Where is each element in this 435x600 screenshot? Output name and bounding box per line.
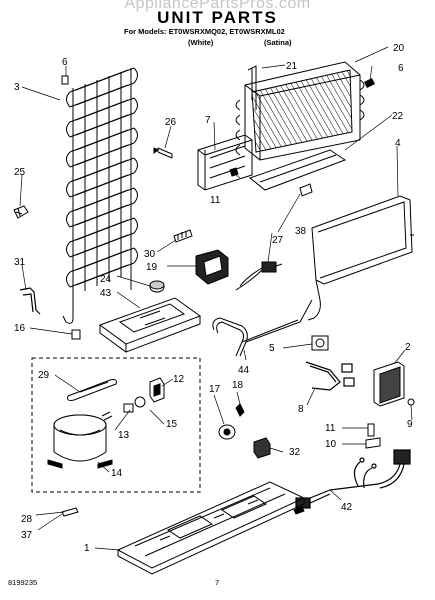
compressor-drawing	[47, 411, 113, 469]
callout-15: 15	[166, 419, 178, 430]
bracket-drawing	[299, 183, 313, 197]
callout-28: 28	[21, 514, 33, 525]
clamp-drawing	[365, 423, 381, 449]
callout-4: 4	[395, 138, 401, 149]
power-cord-drawing	[295, 449, 411, 509]
small-clip-drawing	[71, 329, 81, 340]
condenser-drawing	[197, 61, 365, 191]
callout-11-lower: 11	[325, 423, 336, 434]
callout-27: 27	[272, 235, 284, 246]
callout-38: 38	[295, 226, 307, 237]
part-9-drawing	[407, 398, 415, 406]
callout-6-right: 6	[398, 63, 404, 74]
callout-30: 30	[144, 249, 156, 260]
part-28-screw	[293, 506, 305, 515]
tubing-drawing	[212, 299, 313, 357]
callout-1: 1	[84, 543, 90, 554]
callout-42: 42	[341, 502, 353, 513]
variant-satina: (Satina)	[264, 38, 292, 47]
callout-21: 21	[286, 61, 298, 72]
relay-block-drawing	[253, 437, 271, 459]
heater-loop-drawing	[307, 195, 414, 321]
screw-drawings	[61, 75, 173, 159]
callout-43: 43	[100, 288, 112, 299]
leader-lines	[19, 46, 413, 551]
drain-pan-drawing	[98, 297, 202, 353]
callout-32: 32	[289, 447, 301, 458]
base-plate-drawing	[116, 481, 306, 575]
callout-22: 22	[392, 111, 404, 122]
base-screw-drawing	[61, 507, 79, 517]
callout-29: 29	[38, 370, 50, 381]
callout-24: 24	[100, 274, 112, 285]
evaporator-coil-drawing	[62, 67, 138, 324]
screw-right-drawing	[364, 78, 375, 88]
control-box-drawing	[373, 361, 405, 407]
callout-11-upper: 11	[210, 195, 221, 206]
callout-7: 7	[205, 115, 211, 126]
callout-13: 13	[118, 430, 130, 441]
callout-8: 8	[298, 404, 304, 415]
callout-18: 18	[232, 380, 244, 391]
compressor-group-box	[31, 357, 201, 493]
callout-6-left: 6	[62, 57, 68, 68]
drain-tube-drawing	[19, 287, 41, 315]
watermark: AppliancePartsPros.com	[124, 0, 311, 12]
callout-14: 14	[111, 468, 123, 479]
grommet-top	[149, 280, 165, 290]
start-device-drawing	[67, 379, 117, 401]
callout-26: 26	[165, 117, 177, 128]
callout-5: 5	[269, 343, 275, 354]
overload-drawing	[218, 403, 245, 440]
harness-drawing	[305, 361, 355, 391]
callout-labels: 6 3 26 25 31 16 7 11 20 21 6 22 4 27 38 …	[14, 43, 413, 554]
models-line: For Models: ET0WSRXMQ02, ET0WSRXML02	[124, 27, 285, 36]
callout-37: 37	[21, 530, 33, 541]
callout-2: 2	[405, 342, 411, 353]
callout-25: 25	[14, 167, 26, 178]
callout-3: 3	[14, 82, 20, 93]
callout-16: 16	[14, 323, 26, 334]
page-title: UNIT PARTS	[157, 8, 278, 27]
callout-10: 10	[325, 439, 337, 450]
terminal-parts-drawing	[123, 377, 165, 413]
callout-31: 31	[14, 257, 26, 268]
thermostat-drawing	[311, 335, 329, 351]
callout-44: 44	[238, 365, 250, 376]
connector-drawing	[173, 229, 193, 243]
callout-19: 19	[146, 262, 158, 273]
page-number: 7	[215, 578, 220, 587]
clip-drawing	[13, 205, 29, 219]
callout-17: 17	[209, 384, 221, 395]
callout-12: 12	[173, 374, 185, 385]
callout-20: 20	[393, 43, 405, 54]
document-number: 8199235	[8, 578, 38, 587]
relay-cover-drawing	[195, 249, 229, 285]
callout-9: 9	[407, 419, 413, 430]
variant-white: (White)	[188, 38, 214, 47]
wire-harness-small-drawing	[235, 261, 283, 291]
